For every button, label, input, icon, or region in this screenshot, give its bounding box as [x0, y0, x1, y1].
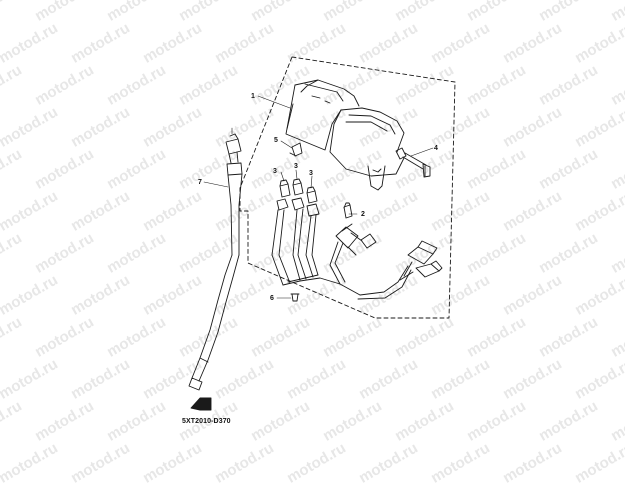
- leader-lines: [203, 95, 434, 299]
- assembly-boundary-dashed: [239, 56, 456, 319]
- callout-part-3c: 3: [309, 170, 313, 177]
- callout-part-3b: 3: [294, 163, 298, 170]
- callout-part-4: 4: [434, 145, 438, 152]
- screw-6: [290, 293, 300, 302]
- wiring-harness: [271, 197, 443, 300]
- bulb-5: [289, 142, 303, 157]
- callout-part-2: 2: [361, 211, 365, 218]
- callout-part-7: 7: [198, 179, 202, 186]
- bulbs-3: [279, 178, 318, 204]
- diagram-code: 5XT2010-D370: [182, 418, 231, 425]
- meter-assembly: [285, 79, 405, 191]
- callout-part-3a: 3: [273, 168, 277, 175]
- front-direction-arrow-icon: [190, 397, 212, 411]
- trip-knob: [395, 147, 431, 178]
- speedometer-cable: [188, 133, 243, 391]
- speedometer-exploded-diagram: [188, 56, 456, 411]
- callout-part-1: 1: [251, 93, 255, 100]
- callout-part-5: 5: [274, 137, 278, 144]
- callout-part-6: 6: [270, 295, 274, 302]
